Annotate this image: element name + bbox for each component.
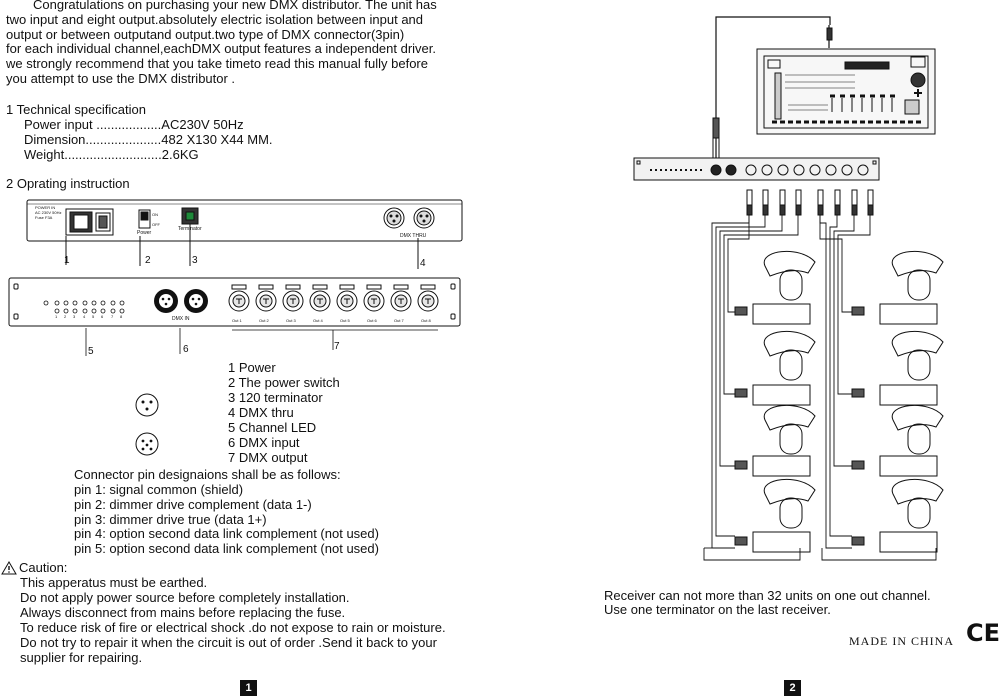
caution-line: To reduce risk of fire or electrical sho… bbox=[20, 620, 446, 635]
pin-item: pin 1: signal common (shield) bbox=[74, 482, 244, 497]
legend-item: 5 Channel LED bbox=[228, 420, 317, 435]
dmx-thru-connectors bbox=[383, 207, 435, 229]
page-number-right: 2 bbox=[784, 680, 801, 696]
panel-label-voltage: AC 230V 50Hz bbox=[35, 210, 62, 215]
made-in-china: MADE IN CHINA bbox=[849, 634, 954, 648]
callout-number: 6 bbox=[183, 344, 189, 355]
led-number: 2 bbox=[64, 314, 67, 319]
led-number: 4 bbox=[83, 314, 86, 319]
pin-item: pin 4: option second data link complemen… bbox=[74, 526, 379, 541]
callout-number: 3 bbox=[192, 255, 198, 266]
distributor-rack-unit bbox=[633, 157, 880, 181]
page-number-left: 1 bbox=[240, 680, 257, 696]
xlr-5pin-icon bbox=[135, 432, 159, 456]
receiver-note-line: Receiver can not more than 32 units on o… bbox=[604, 588, 931, 603]
led-number: 1 bbox=[55, 314, 58, 319]
left-cable-bundle bbox=[703, 215, 801, 561]
ce-mark-icon: CE bbox=[966, 619, 1000, 647]
output-label: Out 8 bbox=[421, 318, 431, 323]
panel-label-dmx-thru: DMX THRU bbox=[400, 233, 427, 239]
intro-line: we strongly recommend that you take time… bbox=[6, 56, 428, 71]
dmx-input-connectors bbox=[154, 289, 208, 313]
panel-label-power: Power bbox=[137, 230, 152, 236]
right-cable-bundle bbox=[819, 215, 937, 561]
xlr-3pin-icon bbox=[135, 393, 159, 417]
caution-heading: Caution: bbox=[19, 560, 68, 575]
legend-item: 2 The power switch bbox=[228, 375, 340, 390]
panel-label-off: OFF bbox=[152, 222, 160, 227]
panel-label-fuse: Fuse F3A bbox=[35, 215, 53, 220]
pin-item: pin 2: dimmer drive complement (data 1-) bbox=[74, 497, 312, 512]
callout-number: 5 bbox=[88, 346, 94, 357]
dmx-output-connectors bbox=[85, 284, 439, 356]
led-number: 6 bbox=[101, 314, 104, 319]
legend-item: 6 DMX input bbox=[228, 435, 300, 450]
rear-panel bbox=[8, 199, 463, 327]
spec-item: Weight...........................2.6KG bbox=[24, 147, 199, 162]
legend-item: 7 DMX output bbox=[228, 450, 308, 465]
receiver-fixtures-left bbox=[734, 250, 816, 553]
spec-item: Dimension.....................482 X130 X… bbox=[24, 132, 273, 147]
legend-item: 4 DMX thru bbox=[228, 405, 294, 420]
caution-line: Do not apply power source before complet… bbox=[20, 590, 350, 605]
output-label: Out 2 bbox=[259, 318, 269, 323]
receiver-fixtures-right bbox=[851, 250, 944, 553]
output-label: Out 5 bbox=[340, 318, 350, 323]
callout-number: 4 bbox=[420, 258, 426, 269]
spec-item: Power input ..................AC230V 50H… bbox=[24, 117, 244, 132]
intro-line: Congratulations on purchasing your new D… bbox=[33, 0, 437, 12]
callout-number: 2 bbox=[145, 255, 151, 266]
intro-line: output or between outputand output.two t… bbox=[6, 27, 405, 42]
panel-label-power-in: POWER IN bbox=[35, 205, 56, 210]
callout-number: 1 bbox=[64, 255, 70, 266]
operating-heading: 2 Oprating instruction bbox=[6, 176, 130, 191]
led-number: 8 bbox=[120, 314, 123, 319]
pins-heading: Connector pin designaions shall be as fo… bbox=[74, 467, 341, 482]
intro-line: two input and eight output.absolutely el… bbox=[6, 12, 424, 27]
receiver-note-line: Use one terminator on the last receiver. bbox=[604, 602, 831, 617]
output-plugs bbox=[746, 189, 874, 216]
caution-line: Do not try to repair it when the circuit… bbox=[20, 635, 437, 650]
spec-heading: 1 Technical specification bbox=[6, 102, 146, 117]
output-label: Out 6 bbox=[367, 318, 377, 323]
output-label: Out 4 bbox=[313, 318, 323, 323]
caution-line: This apperatus must be earthed. bbox=[20, 575, 208, 590]
caution-line: supplier for repairing. bbox=[20, 650, 143, 665]
panel-label-dmx-in: DMX IN bbox=[172, 316, 190, 322]
pin-item: pin 3: dimmer drive true (data 1+) bbox=[74, 512, 267, 527]
wiring-diagram bbox=[633, 16, 944, 561]
legend-item: 1 Power bbox=[228, 360, 276, 375]
legend-item: 3 120 terminator bbox=[228, 390, 323, 405]
panel-label-terminator: Terminator bbox=[178, 226, 202, 232]
panel-label-on: ON bbox=[152, 212, 158, 217]
led-number: 7 bbox=[111, 314, 114, 319]
intro-line: you attempt to use the DMX distributor . bbox=[6, 71, 236, 86]
output-label: Out 1 bbox=[232, 318, 242, 323]
warning-triangle-icon bbox=[1, 561, 17, 575]
dmx-controller-console bbox=[756, 48, 936, 135]
callout-number: 7 bbox=[334, 341, 340, 352]
intro-line: for each individual channel,eachDMX outp… bbox=[6, 41, 437, 56]
pin-item: pin 5: option second data link complemen… bbox=[74, 541, 379, 556]
led-number: 3 bbox=[73, 314, 76, 319]
terminator-switch bbox=[181, 207, 199, 225]
power-switch bbox=[138, 209, 151, 229]
channel-led-rows bbox=[43, 300, 125, 314]
caution-line: Always disconnect from mains before repl… bbox=[20, 605, 346, 620]
power-inlet bbox=[65, 208, 114, 236]
led-number: 5 bbox=[92, 314, 95, 319]
output-label: Out 7 bbox=[394, 318, 404, 323]
output-label: Out 3 bbox=[286, 318, 296, 323]
